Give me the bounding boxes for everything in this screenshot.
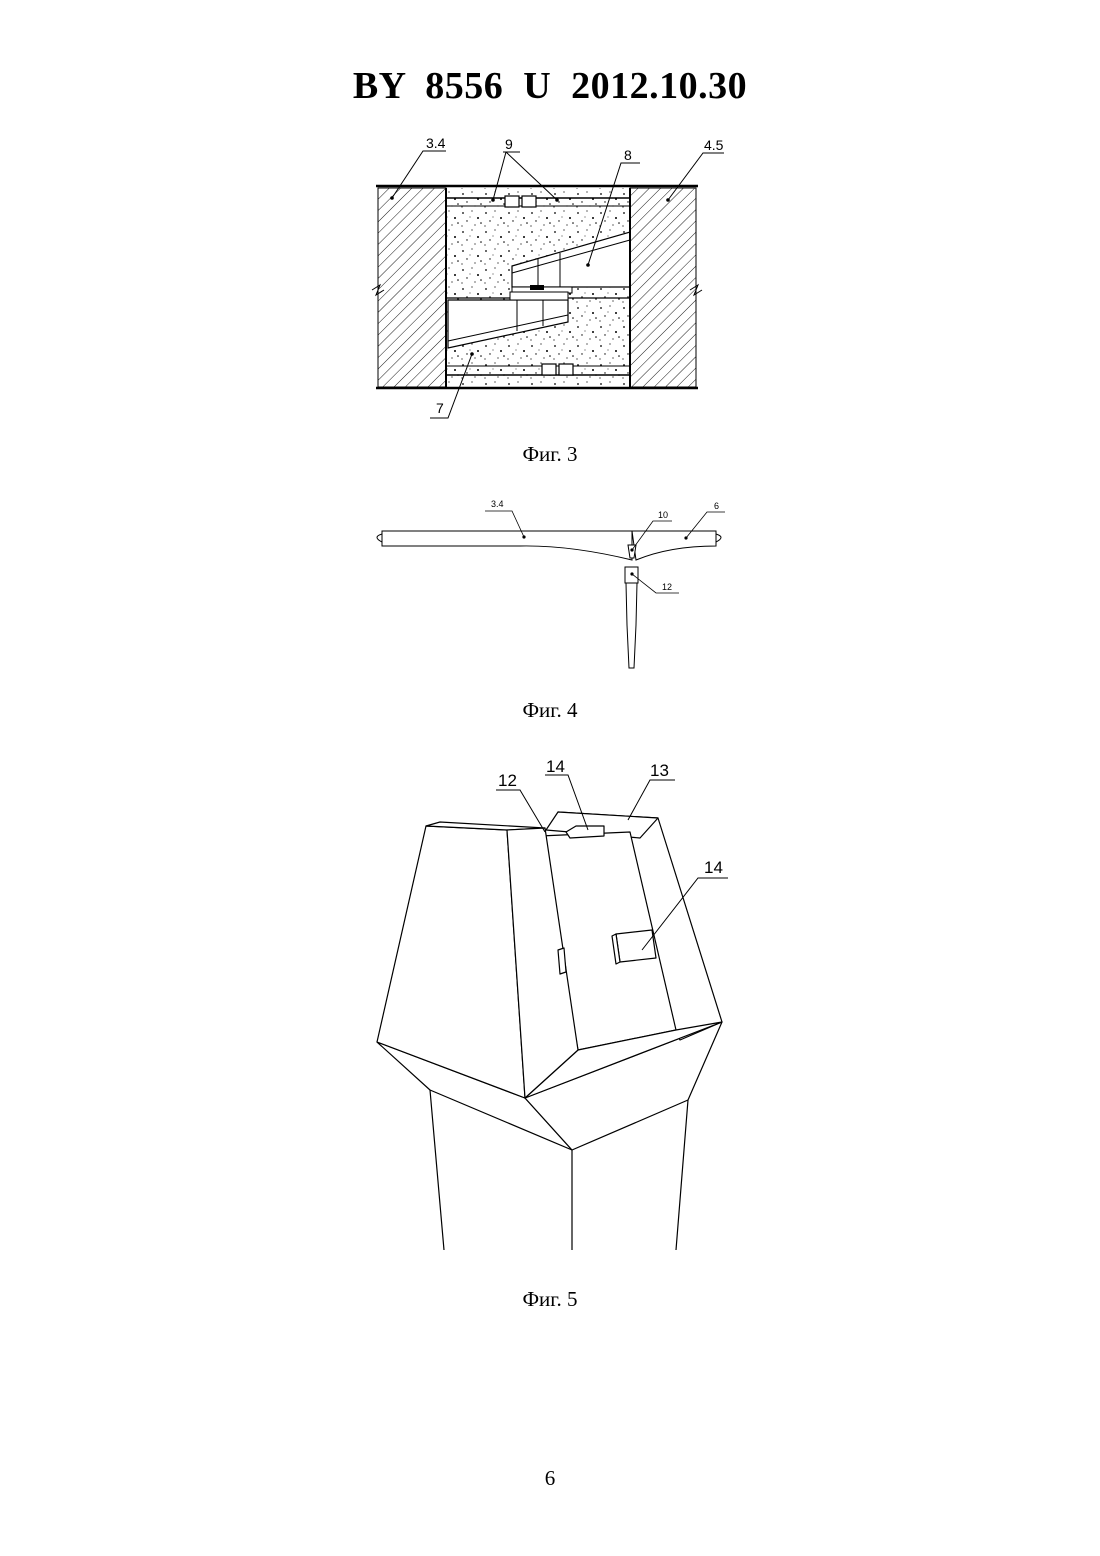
label-14-side: 14	[704, 858, 723, 877]
figure-5-drawing: 12 14 13 14	[0, 0, 1100, 1260]
page-number: 6	[0, 1466, 1100, 1491]
label-14-top: 14	[546, 757, 565, 776]
label-13: 13	[650, 761, 669, 780]
figure-5-caption: Фиг. 5	[0, 1287, 1100, 1312]
insert-14-side	[616, 930, 656, 962]
label-12: 12	[498, 771, 517, 790]
